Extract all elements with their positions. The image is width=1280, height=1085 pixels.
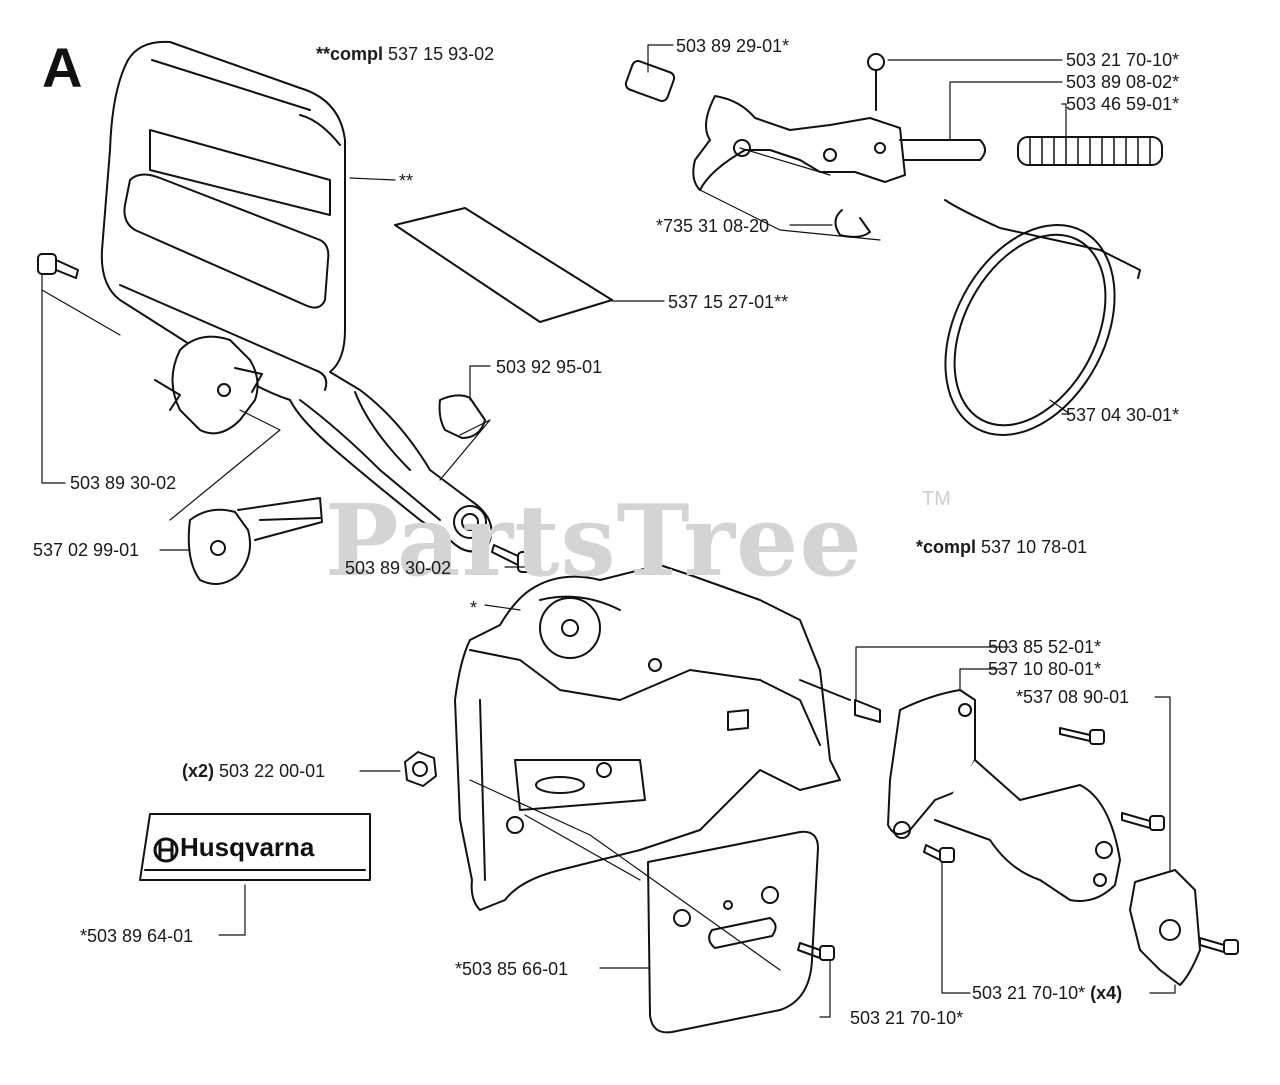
chain-brake-handle-drawing xyxy=(100,40,493,553)
watermark-text: PartsTree xyxy=(325,484,863,599)
screws-bottom-right-drawing xyxy=(797,727,1239,961)
label-537-10-80-01: 537 10 80-01* xyxy=(988,659,1102,679)
bolt-upper-drawing xyxy=(37,253,79,279)
section-letter: A xyxy=(42,36,83,99)
label-nut-503-22-00-01: (x2) 503 22 00-01 xyxy=(182,761,326,781)
label-503-89-08-02: 503 89 08-02* xyxy=(1066,72,1180,92)
chain-guard-parts-drawing xyxy=(799,679,1201,986)
spring-washer-drawing xyxy=(438,394,486,439)
nut-drawing xyxy=(404,751,437,787)
label-503-21-70-10-bottom: 503 21 70-10* xyxy=(850,1008,964,1028)
label-537-15-27-01: 537 15 27-01** xyxy=(668,292,789,312)
label-503-89-30-02-b: 503 89 30-02 xyxy=(345,558,452,578)
label-503-21-70-10-x4: 503 21 70-10* (x4) xyxy=(972,983,1123,1003)
label-537-02-99-01: 537 02 99-01 xyxy=(33,540,140,560)
label-503-89-64-01: *503 89 64-01 xyxy=(80,926,194,946)
label-503-89-30-02-a: 503 89 30-02 xyxy=(70,473,177,493)
leader-lines xyxy=(41,44,1176,1018)
label-735-31-08-20: *735 31 08-20 xyxy=(656,216,770,236)
brake-mechanism-drawing xyxy=(624,53,1163,238)
husqvarna-decal-drawing xyxy=(139,813,371,881)
clutch-cover-drawing xyxy=(454,564,841,911)
label-503-89-29-01: 503 89 29-01* xyxy=(676,36,790,56)
watermark-trademark: TM xyxy=(922,488,951,510)
guide-plate-drawing xyxy=(647,830,819,1034)
label-503-46-59-01: 503 46 59-01* xyxy=(1066,94,1180,114)
label-double-star: ** xyxy=(399,171,414,191)
label-503-21-70-10-top: 503 21 70-10* xyxy=(1066,50,1180,70)
label-537-04-30-01: 537 04 30-01* xyxy=(1066,405,1180,425)
husqvarna-crown-icon xyxy=(153,837,179,863)
label-compl-chain-brake: **compl 537 15 93-02 xyxy=(316,44,495,64)
label-star: * xyxy=(470,598,478,618)
label-503-85-66-01: *503 85 66-01 xyxy=(455,959,569,979)
decal-sheet-drawing xyxy=(394,207,613,323)
label-503-85-52-01: 503 85 52-01* xyxy=(988,637,1102,657)
decal-brand-text: Husqvarna xyxy=(180,832,315,862)
brake-band-drawing xyxy=(944,199,1141,436)
label-compl-clutch-cover: *compl 537 10 78-01 xyxy=(916,537,1088,557)
pivot-bushing-drawing xyxy=(187,497,323,585)
brake-lever-parts-drawing xyxy=(154,335,263,435)
label-503-92-95-01: 503 92 95-01 xyxy=(496,357,603,377)
label-537-08-90-01: *537 08 90-01 xyxy=(1016,687,1130,707)
